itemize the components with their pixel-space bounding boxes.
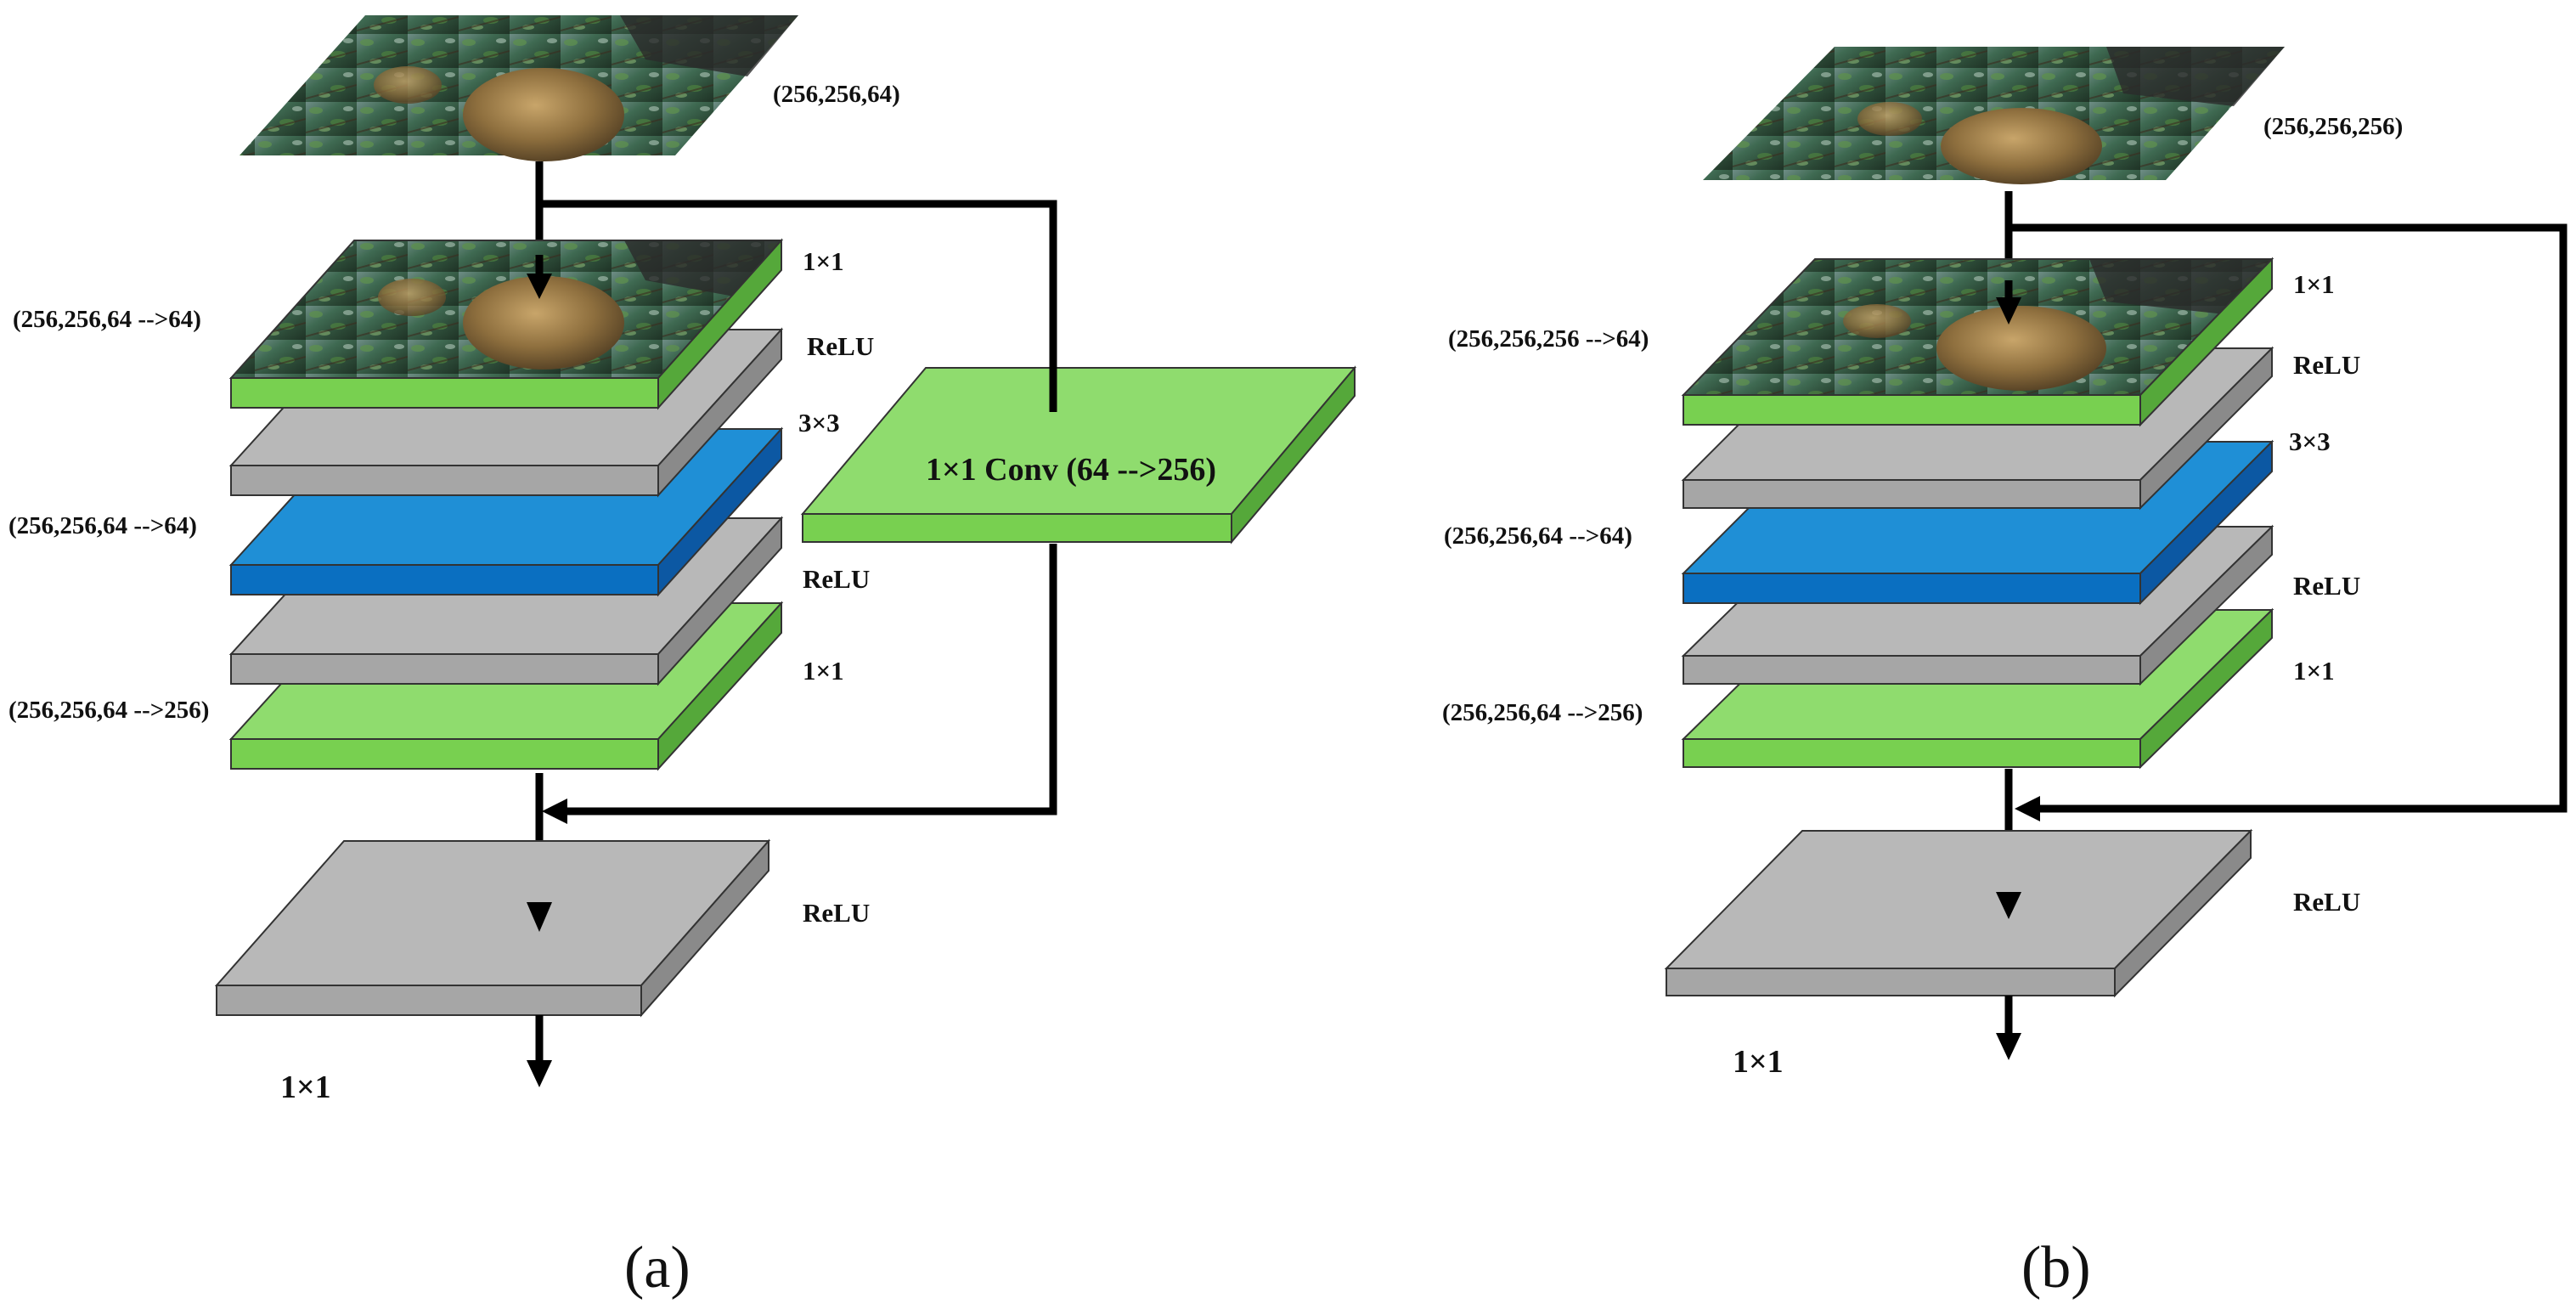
layer1-shape-label-a: (256,256,64 -->64) bbox=[13, 306, 201, 333]
caption-b: (b) bbox=[2021, 1235, 2091, 1301]
output-arrowhead-a bbox=[527, 902, 552, 932]
output-label-b: 1×1 bbox=[1733, 1044, 1784, 1080]
caption-a: (a) bbox=[624, 1235, 691, 1301]
output-relu-block-b bbox=[1664, 828, 2253, 998]
layer2-shape-label-a: (256,256,64 -->64) bbox=[8, 512, 197, 539]
shortcut-conv-label-a: 1×1 Conv (64 -->256) bbox=[926, 452, 1216, 488]
final-arrowhead-b bbox=[1996, 1033, 2021, 1060]
input-image-a bbox=[240, 15, 798, 161]
output-relu-label-b: ReLU bbox=[2293, 887, 2360, 917]
shortcut-conv-block-a bbox=[800, 365, 1357, 545]
input-shape-label-b: (256,256,256) bbox=[2263, 113, 2403, 140]
relu1-label-a: ReLU bbox=[807, 331, 874, 361]
layer3-shape-label-b: (256,256,64 -->256) bbox=[1442, 699, 1643, 726]
relu2-label-b: ReLU bbox=[2293, 571, 2360, 601]
skip-arrowhead-a bbox=[542, 799, 567, 824]
output-label-a: 1×1 bbox=[280, 1069, 331, 1105]
conv1x1-reduce-layer-b bbox=[1681, 257, 2274, 427]
layer2-shape-label-b: (256,256,64 -->64) bbox=[1444, 522, 1632, 550]
final-arrowhead-a bbox=[527, 1060, 552, 1087]
relu2-label-a: ReLU bbox=[803, 564, 870, 594]
skip-arrowhead-b bbox=[2015, 796, 2040, 821]
output-relu-block-a bbox=[214, 838, 771, 1018]
layer2-kernel-label-b: 3×3 bbox=[2289, 426, 2331, 456]
skip-path-bottom-a bbox=[561, 544, 1057, 816]
layer1-kernel-label-b: 1×1 bbox=[2293, 269, 2335, 299]
layer3-kernel-label-a: 1×1 bbox=[803, 656, 844, 686]
conv1x1-reduce-layer-a bbox=[228, 238, 784, 410]
layer3-shape-label-a: (256,256,64 -->256) bbox=[8, 697, 209, 724]
input-arrowhead-a bbox=[527, 274, 552, 299]
layer2-kernel-label-a: 3×3 bbox=[798, 408, 840, 437]
skip-path-b bbox=[2009, 223, 2568, 813]
output-relu-label-a: ReLU bbox=[803, 898, 870, 928]
diagram-b: (256,256,256) bbox=[1442, 47, 2568, 1301]
skip-path-top-a bbox=[539, 200, 1057, 408]
output-arrowhead-b bbox=[1996, 892, 2021, 919]
layer1-shape-label-b: (256,256,256 -->64) bbox=[1448, 325, 1649, 353]
relu1-label-b: ReLU bbox=[2293, 350, 2360, 380]
layer3-kernel-label-b: 1×1 bbox=[2293, 656, 2335, 686]
input-shape-label-a: (256,256,64) bbox=[773, 81, 900, 108]
input-image-b bbox=[1703, 47, 2285, 184]
diagram-a: (256,256,64) bbox=[8, 15, 1357, 1301]
layer1-kernel-label-a: 1×1 bbox=[803, 246, 844, 276]
input-arrowhead-b bbox=[1996, 297, 2021, 325]
